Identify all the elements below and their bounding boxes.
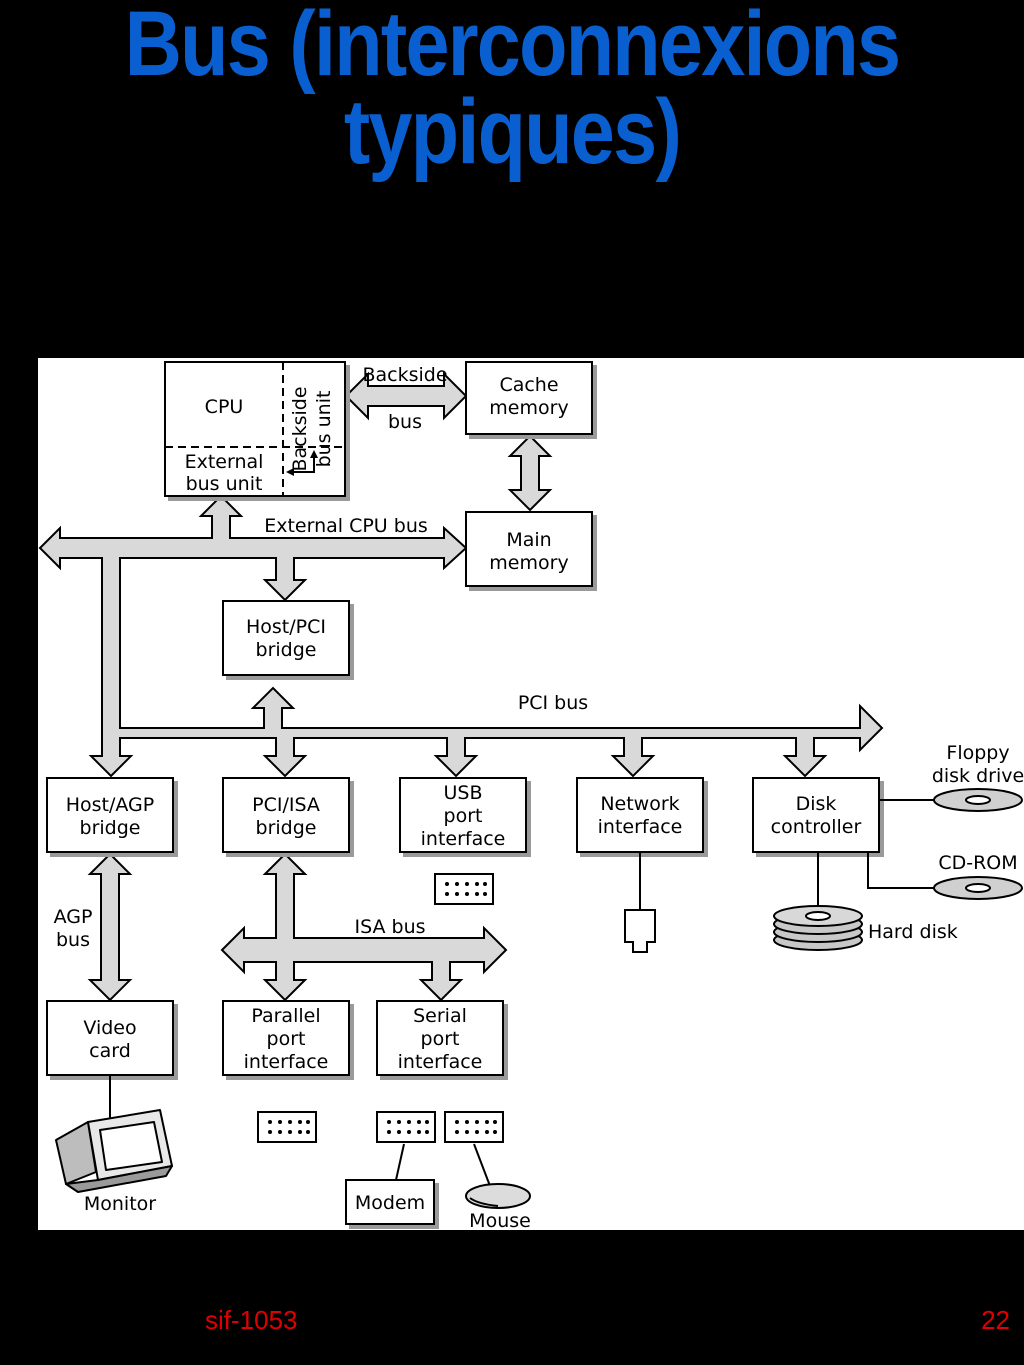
- network-interface-label-1: Network: [600, 793, 679, 815]
- mouse-icon: [465, 1183, 531, 1209]
- monitor-label: Monitor: [84, 1193, 156, 1215]
- host-pci-bridge-label-1: Host/PCI: [246, 616, 326, 638]
- serial-port-label-3: interface: [398, 1051, 483, 1073]
- backside-bus-label-2: bus: [388, 411, 422, 433]
- serial-port-label-1: Serial: [413, 1005, 467, 1027]
- title-line-2: typiques): [343, 81, 682, 183]
- mouse-connector-icon: [444, 1111, 504, 1143]
- external-unit-label-2: bus unit: [186, 473, 263, 495]
- slide-title: Bus (interconnexions typiques): [72, 0, 953, 183]
- hard-disk-icon: [773, 905, 863, 951]
- network-plug-icon: [624, 909, 656, 953]
- host-agp-bridge-box: [46, 777, 174, 853]
- main-memory-label-2: memory: [489, 552, 568, 574]
- modem-box: [345, 1179, 435, 1225]
- cache-memory-box: [465, 361, 593, 435]
- title-line-1: Bus (interconnexions: [124, 0, 901, 95]
- host-agp-bridge-label-1: Host/AGP: [66, 794, 155, 816]
- parallel-port-label-2: port: [267, 1028, 306, 1050]
- host-agp-bridge-label-2: bridge: [80, 817, 141, 839]
- modem-label: Modem: [355, 1192, 425, 1214]
- disk-controller-box: [752, 777, 880, 853]
- isa-bus-label: ISA bus: [354, 916, 425, 938]
- parallel-connector-icon: [257, 1111, 317, 1143]
- backside-bus-label-1: Backside: [362, 364, 447, 386]
- parallel-port-box: [222, 1000, 350, 1076]
- agp-bus-label-1: AGP: [54, 906, 93, 928]
- cpu-box: [164, 361, 346, 497]
- usb-connector-icon: [434, 873, 494, 905]
- cdrom-label: CD-ROM: [938, 852, 1017, 874]
- host-pci-bridge-box: [222, 600, 350, 676]
- cpu-label: CPU: [205, 396, 244, 418]
- pci-isa-bridge-label-1: PCI/ISA: [252, 794, 320, 816]
- backside-unit-label-2: bus unit: [313, 391, 335, 468]
- video-card-label-2: card: [89, 1040, 131, 1062]
- external-cpu-bus-label: External CPU bus: [264, 515, 428, 537]
- agp-bus-label-2: bus: [56, 929, 90, 951]
- video-card-label-1: Video: [83, 1017, 136, 1039]
- parallel-port-label-3: interface: [244, 1051, 329, 1073]
- cdrom-icon: [933, 876, 1023, 900]
- serial-port-box: [376, 1000, 504, 1076]
- serial-port-label-2: port: [421, 1028, 460, 1050]
- backside-unit-label-1: Backside: [289, 386, 311, 471]
- page-number: 22: [981, 1305, 1010, 1335]
- host-pci-bridge-label-2: bridge: [256, 639, 317, 661]
- floppy-disk-icon: [933, 788, 1023, 812]
- bus-diagram: CPU Backside bus unit External bus unit …: [38, 358, 1024, 1230]
- external-cpu-bus: [38, 494, 884, 778]
- disk-controller-label-2: controller: [771, 816, 862, 838]
- isa-bus: [220, 852, 508, 1002]
- network-interface-label-2: interface: [598, 816, 683, 838]
- cache-memory-label-2: memory: [489, 397, 568, 419]
- cache-memory-label-1: Cache: [499, 374, 558, 396]
- floppy-label-2: disk drive: [932, 765, 1024, 787]
- main-memory-box: [465, 511, 593, 587]
- monitor-icon: [55, 1109, 173, 1193]
- usb-port-label-3: interface: [421, 828, 506, 850]
- video-card-box: [46, 1000, 174, 1076]
- main-memory-label-1: Main: [506, 529, 551, 551]
- pci-isa-bridge-label-2: bridge: [256, 817, 317, 839]
- network-interface-box: [576, 777, 704, 853]
- disk-controller-label-1: Disk: [796, 793, 837, 815]
- usb-port-label-2: port: [444, 805, 483, 827]
- hard-disk-label: Hard disk: [868, 921, 958, 943]
- mouse-label: Mouse: [469, 1210, 531, 1230]
- modem-connector-icon: [376, 1111, 436, 1143]
- pci-bus-label: PCI bus: [518, 692, 588, 714]
- pci-isa-bridge-box: [222, 777, 350, 853]
- usb-port-box: [399, 777, 527, 853]
- external-unit-label-1: External: [185, 451, 264, 473]
- usb-port-label-1: USB: [443, 782, 482, 804]
- floppy-label-1: Floppy: [946, 742, 1009, 764]
- course-code: sif-1053: [205, 1305, 298, 1335]
- parallel-port-label-1: Parallel: [251, 1005, 320, 1027]
- cache-main-arrow: [507, 434, 553, 512]
